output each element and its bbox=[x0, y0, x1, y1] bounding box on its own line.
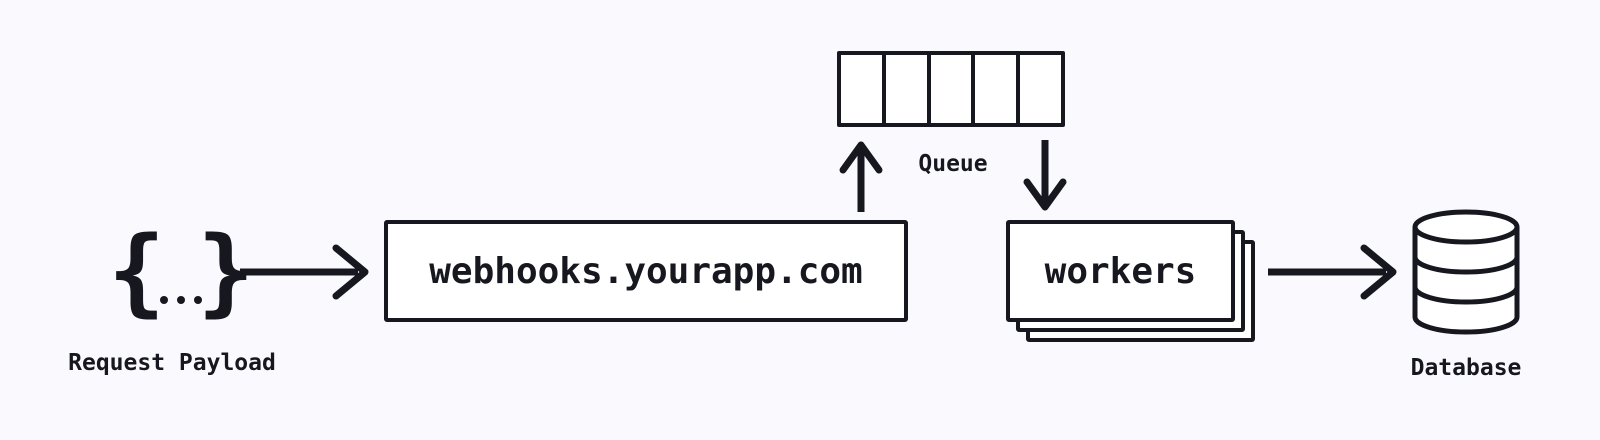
database-label: Database bbox=[1410, 355, 1522, 381]
queue-cell bbox=[926, 55, 972, 123]
queue-node bbox=[837, 51, 1065, 127]
queue-label: Queue bbox=[918, 151, 988, 177]
queue-cell bbox=[971, 55, 1017, 123]
dot bbox=[194, 296, 203, 304]
arrow-queue-to-workers bbox=[1023, 140, 1067, 211]
queue-cell bbox=[1016, 55, 1061, 123]
database-cylinder-icon bbox=[1412, 209, 1520, 335]
workers-node: workers bbox=[1006, 220, 1235, 322]
server-label: webhooks.yourapp.com bbox=[429, 250, 863, 292]
ellipsis-dots bbox=[160, 296, 203, 304]
json-payload-icon: { } bbox=[108, 225, 254, 320]
arrow-server-to-queue bbox=[839, 141, 883, 212]
workers-label: workers bbox=[1044, 250, 1197, 292]
webhooks-server-node: webhooks.yourapp.com bbox=[384, 220, 908, 322]
arrow-payload-to-server bbox=[240, 244, 369, 300]
dot bbox=[177, 296, 186, 304]
open-brace-glyph: { bbox=[108, 217, 166, 327]
queue-cell bbox=[841, 55, 882, 123]
dot bbox=[160, 296, 169, 304]
request-payload-label: Request Payload bbox=[68, 350, 276, 376]
arrow-workers-to-database bbox=[1268, 244, 1397, 300]
queue-cell bbox=[881, 55, 927, 123]
